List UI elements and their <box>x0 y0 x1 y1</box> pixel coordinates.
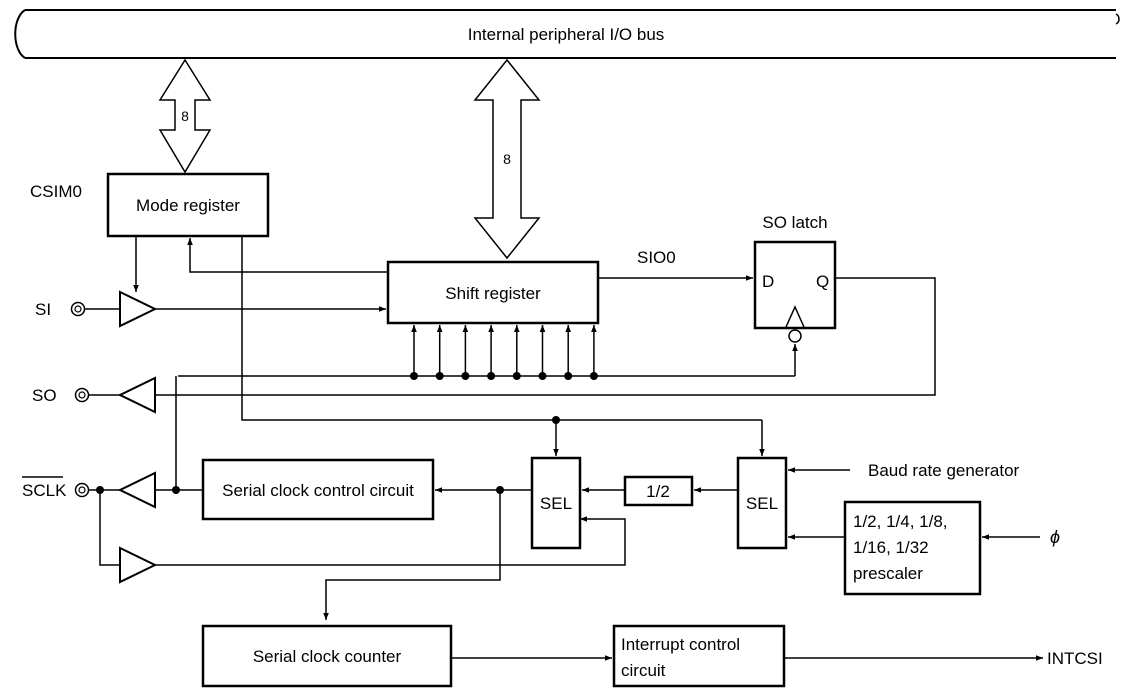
junction-dot <box>461 372 470 380</box>
sel-2-label: SEL <box>746 494 778 513</box>
so-latch-title: SO latch <box>762 213 827 232</box>
bus-arrow-shift-register <box>473 58 541 260</box>
sclk-output-buffer <box>117 471 156 509</box>
so-pin-inner <box>78 391 86 399</box>
serial-clock-control-label: Serial clock control circuit <box>222 481 414 500</box>
si-pin-label: SI <box>35 300 51 319</box>
csim0-label: CSIM0 <box>30 182 82 201</box>
sel-2 <box>736 456 788 550</box>
divide-by-2-label: 1/2 <box>646 482 670 501</box>
junction-dot <box>564 372 573 380</box>
sio0-label: SIO0 <box>637 248 676 267</box>
interrupt-control-circuit <box>612 624 786 688</box>
shift-register <box>386 260 600 325</box>
so-latch <box>753 240 837 330</box>
so-latch-q: Q <box>816 272 829 291</box>
shift-register-label: Shift register <box>445 284 541 303</box>
junction-dot <box>435 372 444 380</box>
sclk-pin-label: SCLK <box>22 481 67 500</box>
junction-dot <box>487 372 496 380</box>
intcsi-label: INTCSI <box>1047 649 1103 668</box>
junction-dot <box>589 372 598 380</box>
prescaler-line-3: prescaler <box>853 564 923 583</box>
interrupt-control-line-2: circuit <box>621 661 666 680</box>
prescaler <box>843 500 982 596</box>
si-buffer <box>119 290 158 328</box>
sclk-pin-inner <box>78 486 86 494</box>
serial-clock-control-circuit <box>201 458 435 521</box>
junction-dot <box>512 372 521 380</box>
bus-arrow-mode-register <box>158 58 212 174</box>
so-latch-clock-triangle <box>785 305 805 328</box>
si-pin-inner <box>74 305 82 313</box>
clock-to-counter <box>323 490 501 620</box>
sclk-input-to-sel1 <box>155 516 626 566</box>
shift-to-mode-feedback <box>187 238 388 273</box>
sclk-input-line <box>99 490 120 566</box>
bus-width-left: 8 <box>181 108 189 124</box>
bus-label: Internal peripheral I/O bus <box>468 25 665 44</box>
so-buffer <box>117 376 156 414</box>
sclk-input-buffer <box>119 546 158 584</box>
bus-right-edge <box>1115 13 1120 25</box>
mode-control-line <box>241 236 762 421</box>
shift-clock-taps <box>410 325 598 380</box>
io-bus <box>14 9 1116 59</box>
serial-clock-counter-label: Serial clock counter <box>253 647 402 666</box>
sel-1 <box>530 456 582 550</box>
sel-1-label: SEL <box>540 494 572 513</box>
so-pin-label: SO <box>32 386 57 405</box>
so-latch-d: D <box>762 272 774 291</box>
latch-q-to-so <box>155 277 936 396</box>
serial-clock-counter <box>201 624 453 688</box>
divide-by-2 <box>623 475 694 507</box>
interrupt-control-line-1: Interrupt control <box>621 635 740 654</box>
junction-dot <box>538 372 547 380</box>
phi-label: ϕ <box>1050 527 1060 547</box>
junction-dot <box>552 416 560 424</box>
so-latch-clock-bubble <box>788 329 802 343</box>
prescaler-line-1: 1/2, 1/4, 1/8, <box>853 512 948 531</box>
prescaler-line-2: 1/16, 1/32 <box>853 538 929 557</box>
mode-register-label: Mode register <box>136 196 240 215</box>
bus-width-right: 8 <box>503 151 511 167</box>
junction-dot <box>410 372 418 380</box>
baud-rate-generator-label: Baud rate generator <box>868 461 1020 480</box>
mode-register <box>106 172 270 238</box>
